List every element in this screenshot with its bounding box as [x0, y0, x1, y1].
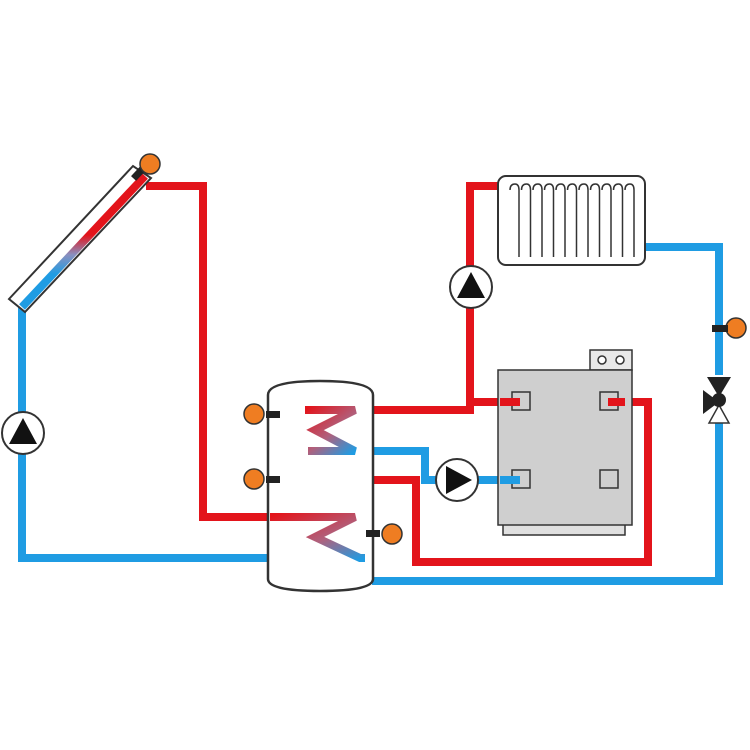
pump-arrow-icon	[457, 272, 485, 298]
solar-return-pipe	[18, 306, 365, 562]
pump-arrow-icon	[446, 466, 472, 494]
radiator-fin	[532, 183, 543, 257]
radiator-fin	[566, 183, 578, 257]
boiler-chimney-port	[597, 355, 607, 365]
valve-top-body	[707, 377, 731, 397]
tank-middle-sensor-icon	[243, 468, 265, 490]
radiator-fins	[509, 183, 635, 257]
radiator-fin	[520, 183, 532, 257]
tank-charging-pump	[435, 458, 479, 502]
radiator-fin	[624, 183, 635, 257]
lower-heat-exchanger-coil	[270, 513, 365, 562]
tank-bottom-sensor-icon	[381, 523, 403, 545]
boiler-chimney-port	[615, 355, 625, 365]
valve-bottom-body	[707, 403, 731, 424]
solar-collector	[7, 164, 153, 314]
upper-heat-exchanger-coil	[305, 406, 357, 455]
boiler-chimney	[589, 349, 633, 371]
radiator-fin	[612, 183, 624, 257]
flow-sensor-icon	[725, 317, 747, 339]
hot-pipes	[146, 182, 705, 566]
radiator-body	[497, 175, 646, 266]
heating-riser-pipe	[466, 182, 500, 402]
boiler	[497, 349, 633, 536]
heating-circuit-pump	[449, 265, 493, 309]
tank-top-sensor-mount	[266, 411, 280, 418]
valve-actuator	[712, 393, 726, 407]
radiator-fin	[543, 183, 555, 257]
tank-top-sensor-icon	[243, 403, 265, 425]
radiator	[497, 175, 646, 266]
mixing-valve-return-pipe	[372, 420, 723, 585]
heating-flow-pipe	[308, 398, 520, 414]
flow-sensor-mount	[712, 325, 728, 332]
radiator-return-pipe	[645, 243, 723, 375]
radiator-fin	[578, 183, 589, 257]
collector-absorber	[19, 173, 148, 310]
temperature-sensors	[139, 153, 747, 545]
radiator-fin	[589, 183, 601, 257]
solar-flow-pipe	[146, 182, 270, 521]
collector-sensor-icon	[139, 153, 161, 175]
tank-middle-sensor-mount	[266, 476, 280, 483]
three-way-mixing-valve	[703, 377, 731, 424]
radiator-fin	[555, 183, 566, 257]
valve-left-body	[703, 390, 719, 414]
storage-tank	[266, 379, 380, 593]
solar-circuit-pump	[1, 411, 45, 455]
tank-body	[266, 379, 375, 593]
tank-bottom-sensor-mount	[366, 530, 380, 537]
radiator-fin	[601, 183, 612, 257]
radiator-fin	[509, 183, 520, 257]
pump-arrow-icon	[9, 418, 37, 444]
boiler-port	[599, 469, 619, 489]
